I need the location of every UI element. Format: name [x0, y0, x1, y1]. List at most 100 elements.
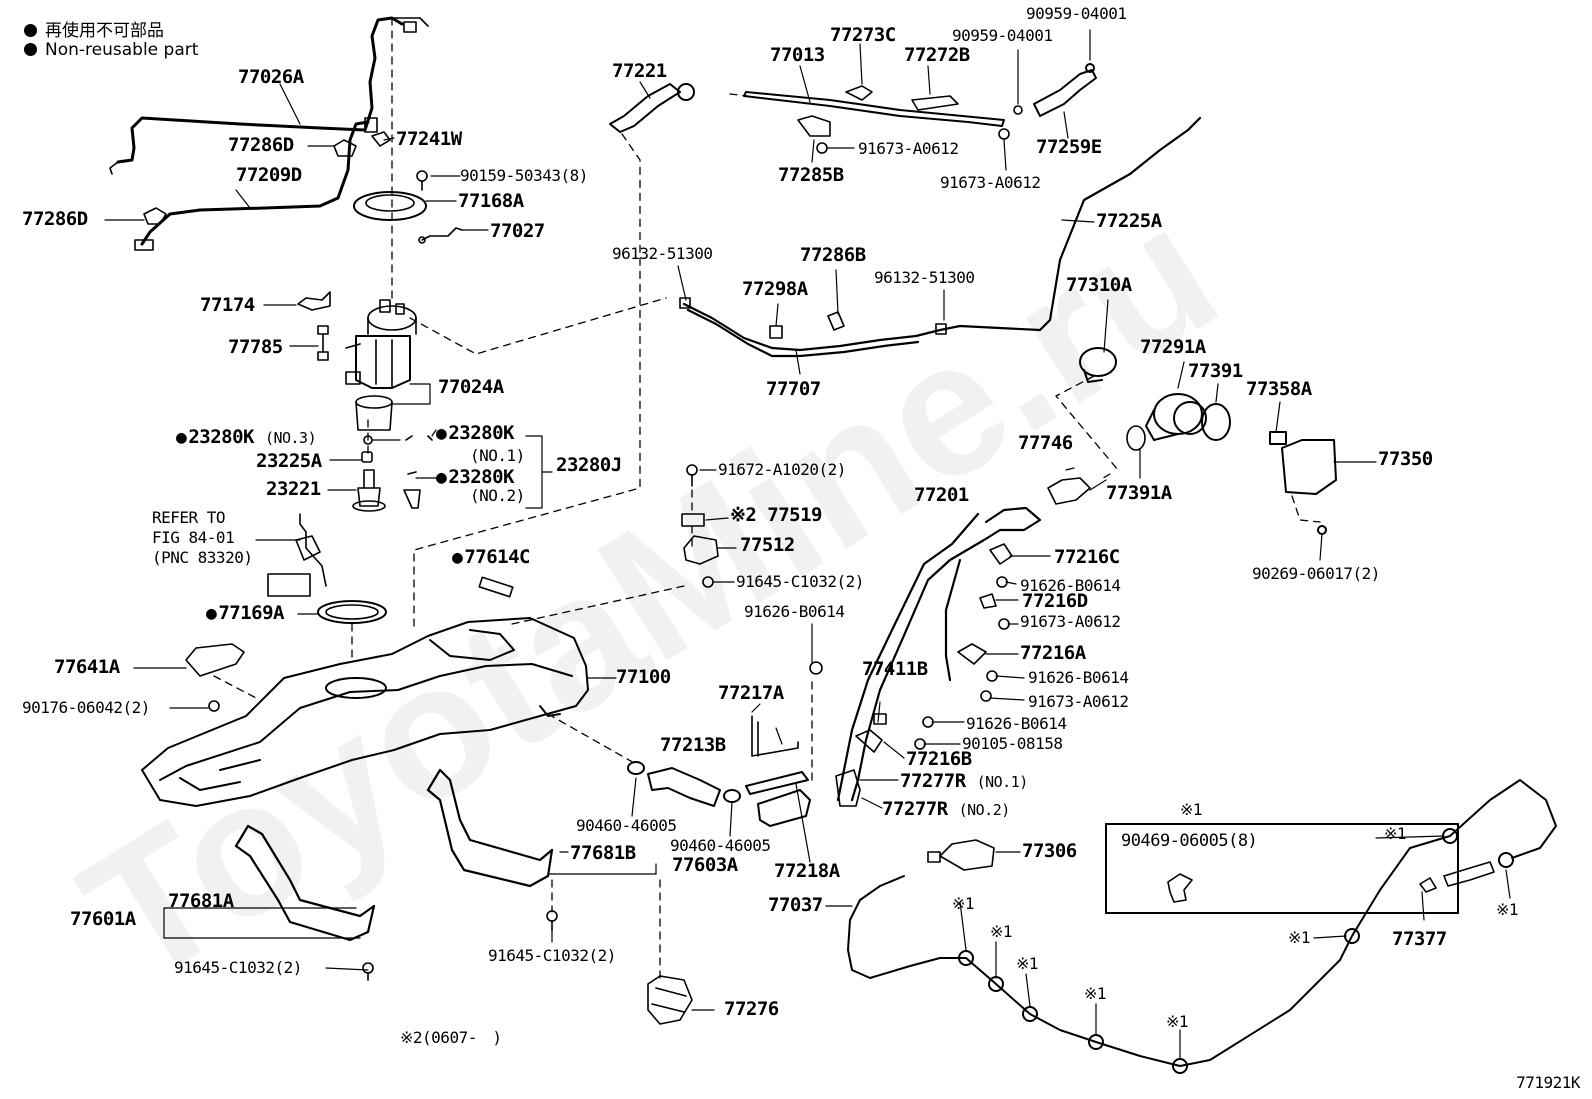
part-label[interactable]: ※1 — [1084, 984, 1107, 1003]
part-label[interactable]: ※1 — [1166, 1012, 1189, 1031]
part-label[interactable]: 77681B — [570, 842, 636, 864]
part-label[interactable]: 77306 — [1022, 840, 1077, 862]
part-label[interactable]: 77241W — [396, 128, 462, 150]
part-label[interactable]: 77391A — [1106, 482, 1172, 504]
part-label[interactable]: 91626-B0614 — [744, 602, 845, 621]
part-label[interactable]: 90269-06017(2) — [1252, 564, 1380, 583]
part-label[interactable]: 77377 — [1392, 928, 1447, 950]
part-label[interactable]: 77350 — [1378, 448, 1433, 470]
part-label[interactable]: 23280K — [436, 468, 514, 487]
part-label[interactable]: 77358A — [1246, 378, 1312, 400]
part-label[interactable]: ※1 — [1288, 928, 1311, 947]
part-label[interactable]: 91673-A0612 — [1020, 612, 1121, 631]
part-label[interactable]: 91626-B0614 — [966, 714, 1067, 733]
non-reusable-dot-icon — [24, 43, 37, 56]
part-label[interactable]: 77259E — [1036, 136, 1102, 158]
part-label[interactable]: 77217A — [718, 682, 784, 704]
vent-hose-77221 — [609, 83, 695, 133]
part-label[interactable]: 90959-04001 — [952, 26, 1053, 45]
part-label[interactable]: 77225A — [1096, 210, 1162, 232]
part-label[interactable]: 91672-A1020(2) — [718, 460, 846, 479]
part-label[interactable]: 77298A — [742, 278, 808, 300]
part-label[interactable]: 77216D — [1022, 590, 1088, 612]
part-label[interactable]: 77169A — [206, 604, 284, 623]
inset-mark: ※1 — [1180, 800, 1203, 819]
part-label[interactable]: 77285B — [778, 164, 844, 186]
part-label[interactable]: (NO.1) — [470, 446, 525, 465]
part-label[interactable]: 91645-C1032(2) — [174, 958, 302, 977]
hose-77218a — [745, 771, 811, 827]
part-label[interactable]: 91626-B0614 — [1020, 576, 1121, 595]
part-label[interactable]: 77785 — [228, 336, 283, 358]
part-label[interactable]: 77641A — [54, 656, 120, 678]
part-label[interactable]: 77168A — [458, 190, 524, 212]
reference-lines — [213, 17, 1321, 981]
part-label[interactable]: 91645-C1032(2) — [488, 946, 616, 965]
connector-77276 — [647, 975, 693, 1025]
part-label[interactable]: 77291A — [1140, 336, 1206, 358]
part-label[interactable]: 96132-51300 — [874, 268, 975, 287]
part-label[interactable]: 77746 — [1018, 432, 1073, 454]
part-label[interactable]: 77221 — [612, 60, 667, 82]
part-label[interactable]: 91673-A0612 — [1028, 692, 1129, 711]
part-label[interactable]: 91673-A0612 — [858, 139, 959, 158]
part-label[interactable]: ※1 — [1496, 900, 1519, 919]
part-label[interactable]: 77272B — [904, 44, 970, 66]
part-label[interactable]: 23280J — [556, 454, 622, 476]
part-label[interactable]: 23280K — [436, 424, 514, 443]
part-label[interactable]: 23221 — [266, 478, 321, 500]
part-label[interactable]: (NO.2) — [470, 486, 525, 505]
part-label[interactable]: 91673-A0612 — [940, 173, 1041, 192]
part-label[interactable]: ※1 — [990, 922, 1013, 941]
part-label[interactable]: 90176-06042(2) — [22, 698, 150, 717]
part-label[interactable]: ※1 — [1016, 954, 1039, 973]
part-label[interactable]: 96132-51300 — [612, 244, 713, 263]
part-label[interactable]: 91626-B0614 — [1028, 668, 1129, 687]
part-label[interactable]: 77174 — [200, 294, 255, 316]
part-label[interactable]: 77209D — [236, 164, 302, 186]
part-label[interactable]: 77024A — [438, 376, 504, 398]
part-label[interactable]: 77216A — [1020, 642, 1086, 664]
part-label[interactable]: 77201 — [914, 484, 969, 506]
part-label[interactable]: 77277R (NO.1) — [900, 770, 1028, 792]
part-label[interactable]: 77216B — [906, 748, 972, 770]
part-label[interactable]: 77707 — [766, 378, 821, 400]
part-label[interactable]: ※1 — [952, 894, 975, 913]
part-label[interactable]: 23280K (NO.3) — [176, 428, 316, 447]
part-label[interactable]: 77218A — [774, 860, 840, 882]
part-label[interactable]: 77681A — [168, 890, 234, 912]
part-label[interactable]: 90460-46005 — [670, 836, 771, 855]
part-label[interactable]: 77286D — [228, 134, 294, 156]
part-label[interactable]: 77411B — [862, 658, 928, 680]
part-label[interactable]: 77027 — [490, 220, 545, 242]
part-label[interactable]: 77273C — [830, 24, 896, 46]
part-label[interactable]: 77310A — [1066, 274, 1132, 296]
part-label[interactable]: 77614C — [452, 548, 530, 567]
part-label[interactable]: 77601A — [70, 908, 136, 930]
part-label[interactable]: 77286B — [800, 244, 866, 266]
part-label[interactable]: ※1 — [1384, 824, 1407, 843]
part-label[interactable]: 77276 — [724, 998, 779, 1020]
part-label[interactable]: 77026A — [238, 66, 304, 88]
part-label[interactable]: 77277R (NO.2) — [882, 798, 1010, 820]
part-label[interactable]: 77037 — [768, 894, 823, 916]
inset-part-label[interactable]: 90469-06005(8) — [1121, 831, 1258, 851]
part-label[interactable]: 77512 — [740, 534, 795, 556]
part-label[interactable]: 77100 — [616, 666, 671, 688]
part-label[interactable]: 77391 — [1188, 360, 1243, 382]
part-label[interactable]: 77013 — [770, 44, 825, 66]
part-label[interactable]: 90460-46005 — [576, 816, 677, 835]
part-label[interactable]: 77286D — [22, 208, 88, 230]
part-label[interactable]: 90105-08158 — [962, 734, 1063, 753]
clamp-77286d-lower — [143, 207, 167, 225]
part-label[interactable]: 90159-50343(8) — [460, 166, 588, 185]
part-label[interactable]: 77213B — [660, 734, 726, 756]
part-label[interactable]: ※2 77519 — [730, 504, 823, 526]
part-label[interactable]: 90959-04001 — [1026, 4, 1127, 23]
part-label[interactable]: 77216C — [1054, 546, 1120, 568]
part-label[interactable]: 77603A — [672, 854, 738, 876]
ring-77168a — [353, 191, 427, 221]
part-label[interactable]: 91645-C1032(2) — [736, 572, 864, 591]
part-label[interactable]: 23225A — [256, 450, 322, 472]
pad-77614c — [478, 576, 514, 598]
